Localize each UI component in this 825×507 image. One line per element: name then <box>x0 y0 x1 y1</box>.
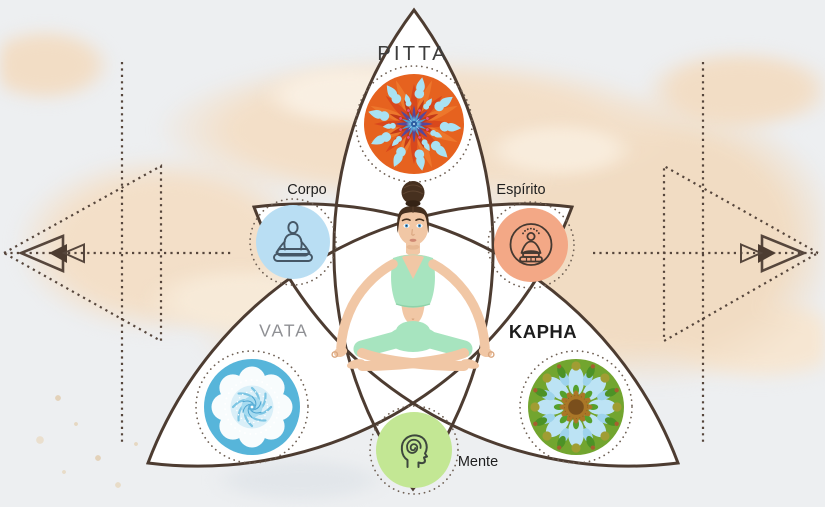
corpo-label: Corpo <box>287 182 327 198</box>
corpo-circle <box>256 205 330 279</box>
espirito-label: Espírito <box>496 182 546 198</box>
mente-label: Mente <box>457 454 499 470</box>
mente-circle <box>376 412 452 488</box>
kapha-mandala-icon <box>528 359 624 455</box>
pitta-label: PITTA <box>377 42 449 65</box>
right-arrow-icon <box>593 62 821 445</box>
triquetra-outline <box>145 7 681 492</box>
mente-head-spiral-icon <box>400 434 428 468</box>
espirito-circle <box>494 208 568 282</box>
espirito-meditation-icon <box>509 223 553 266</box>
vata-mandala-icon <box>204 359 300 455</box>
corpo-meditation-icon <box>273 220 313 262</box>
kapha-label: KAPHA <box>508 321 578 342</box>
meditating-woman-illustration <box>331 181 495 371</box>
vata-label: VATA <box>259 320 309 341</box>
left-arrow-icon <box>1 62 232 445</box>
pitta-mandala-icon <box>364 74 464 174</box>
